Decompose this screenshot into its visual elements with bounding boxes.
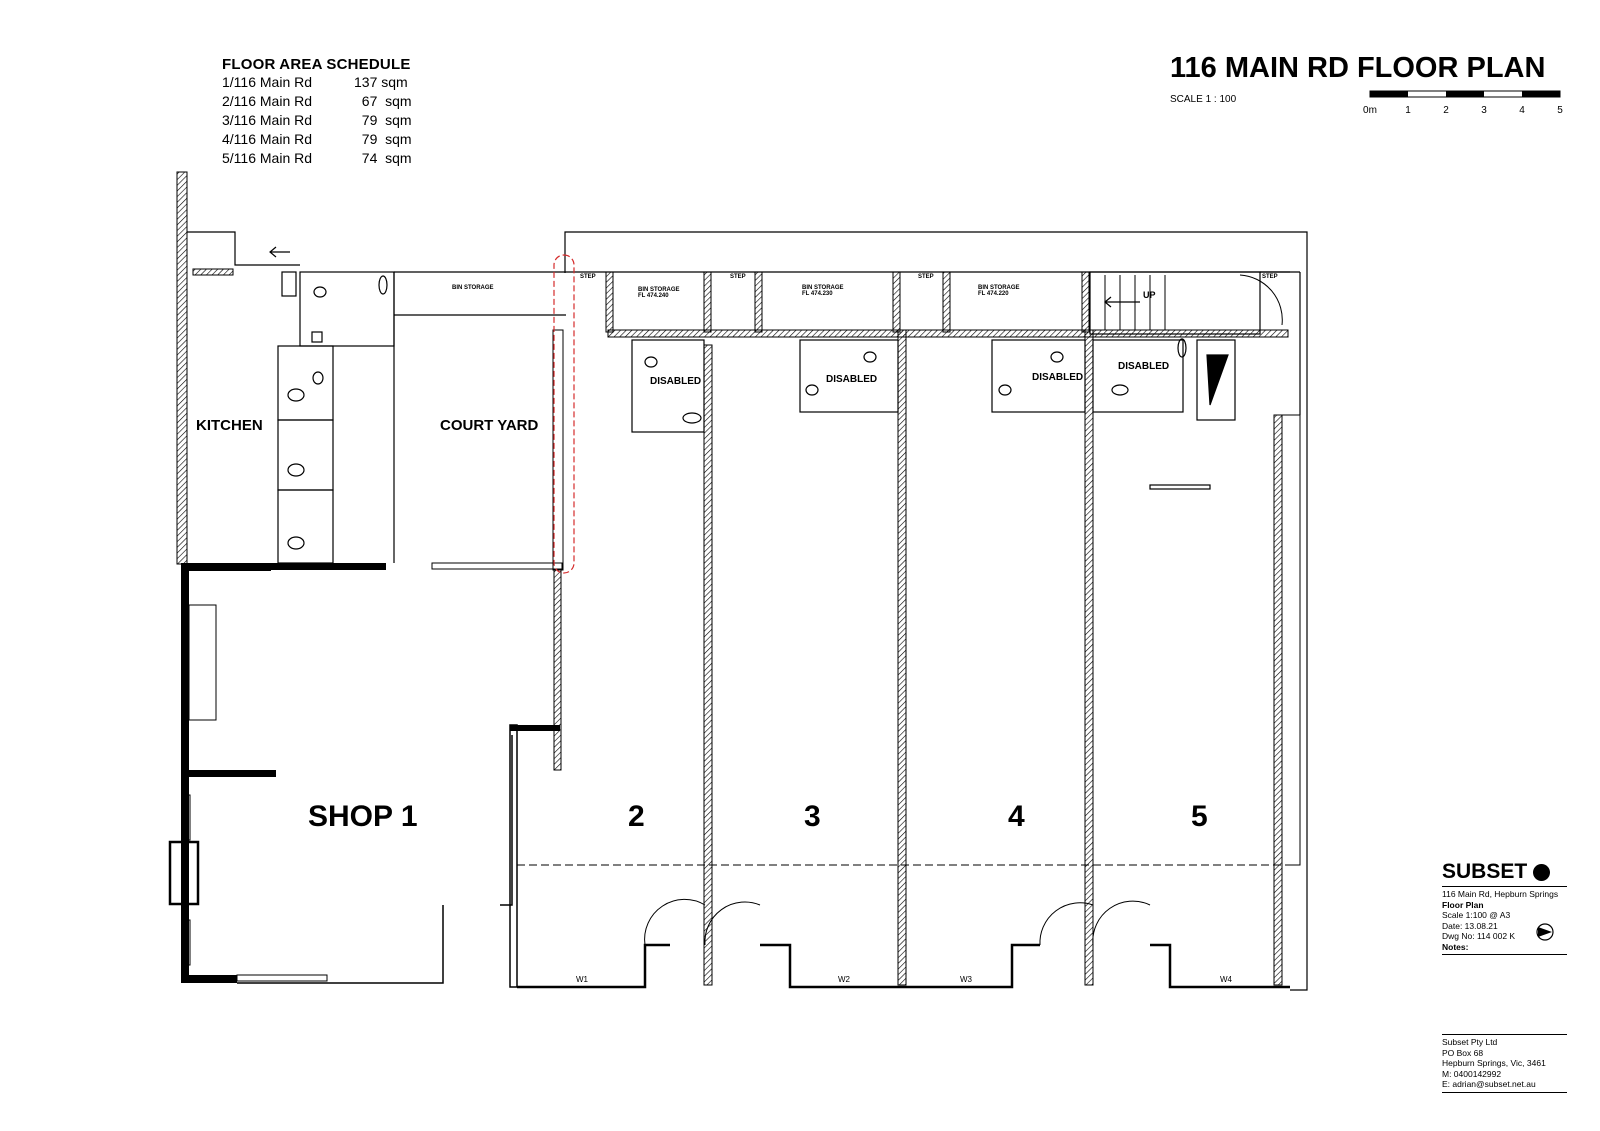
schedule-rows: 1/116 Main Rd 137 sqm 2/116 Main Rd 67 sqm…: [222, 73, 422, 168]
scale-tick-label: 5: [1557, 105, 1563, 116]
disabled-label-2: DISABLED: [650, 376, 702, 387]
title-block: SUBSET 116 Main Rd, Hepburn Springs Floo…: [1442, 860, 1567, 957]
scale-bar: 0m 1 2 3 4 5: [1363, 90, 1563, 116]
stair-up-label: UP: [1143, 290, 1156, 300]
disabled-wcs: [631, 338, 1236, 433]
phone: M: 0400142992: [1442, 1068, 1502, 1079]
town: Hepburn Springs, Vic, 3461: [1442, 1058, 1546, 1068]
room-label-shop1: SHOP 1: [308, 800, 418, 833]
schedule-area: 79 sqm: [354, 112, 412, 128]
schedule-row: 1/116 Main Rd 137 sqm: [222, 73, 422, 92]
schedule-area: 79 sqm: [354, 131, 412, 147]
stair: [1104, 274, 1283, 330]
window-label-w1: W1: [576, 975, 588, 984]
shop1-walls: [168, 171, 564, 988]
sheet-name: Floor Plan: [1442, 899, 1484, 910]
disabled-label-3: DISABLED: [826, 374, 878, 385]
step-label-1: STEP: [580, 274, 596, 280]
room-label-courtyard: COURT YARD: [440, 417, 539, 434]
floor-level-2: FL 474.240: [638, 293, 669, 299]
scale-tick-label: 2: [1443, 105, 1449, 116]
email: E: adrian@subset.net.au: [1442, 1079, 1536, 1089]
brand-logo: SUBSET: [1442, 860, 1567, 884]
brand-name: SUBSET: [1442, 860, 1528, 883]
bin-storage-label-3: BIN STORAGE: [802, 285, 844, 291]
schedule-row: 5/116 Main Rd 74 sqm: [222, 149, 422, 168]
contact-rule: [1442, 1034, 1567, 1035]
brand-dot-icon: [1533, 863, 1551, 881]
floor-level-3: FL 474.230: [802, 291, 833, 297]
scale-bar-graphic: [1369, 90, 1561, 98]
sheet-date: Date: 13.08.21: [1442, 920, 1498, 931]
shopfronts: [517, 414, 1301, 989]
scale-tick-label: 1: [1405, 105, 1411, 116]
bin-storage-label-4: BIN STORAGE: [978, 285, 1020, 291]
shop-walls: [605, 271, 1289, 986]
contact-block: Subset Pty Ltd PO Box 68 Hepburn Springs…: [1442, 1032, 1567, 1095]
scale-bar-ticks: 0m 1 2 3 4 5: [1363, 105, 1563, 116]
step-label-3: STEP: [918, 274, 934, 280]
room-label-shop2: 2: [628, 800, 645, 833]
title-block-rule: [1442, 886, 1567, 887]
po-box: PO Box 68: [1442, 1047, 1484, 1058]
schedule-row: 3/116 Main Rd 79 sqm: [222, 111, 422, 130]
schedule-unit: 4/116 Main Rd: [222, 131, 313, 147]
room-label-kitchen: KITCHEN: [196, 417, 263, 434]
title-block-rule-bottom: [1442, 954, 1567, 955]
window-label-w4: W4: [1220, 975, 1232, 984]
scale-tick-label: 3: [1481, 105, 1487, 116]
floor-area-schedule: FLOOR AREA SCHEDULE 1/116 Main Rd 137 sqm…: [222, 56, 422, 168]
room-label-shop4: 4: [1008, 800, 1025, 833]
drawing-number: Dwg No: 114 002 K: [1442, 931, 1516, 941]
schedule-row: 4/116 Main Rd 79 sqm: [222, 130, 422, 149]
schedule-area: 74 sqm: [354, 150, 412, 166]
schedule-title: FLOOR AREA SCHEDULE: [222, 56, 411, 73]
boundary-marker: [553, 254, 575, 574]
window-label-w3: W3: [960, 975, 972, 984]
drawing-title: 116 MAIN RD FLOOR PLAN: [1170, 52, 1546, 84]
floor-level-4: FL 474.220: [978, 291, 1009, 297]
notes-label: Notes:: [1442, 941, 1469, 952]
step-label-4: STEP: [1262, 274, 1278, 280]
company-name: Subset Pty Ltd: [1442, 1037, 1498, 1047]
schedule-area: 137 sqm: [354, 74, 408, 90]
bin-storage-outline: [566, 271, 1301, 415]
scale-tick-label: 0m: [1363, 105, 1377, 116]
contact-rule-bottom: [1442, 1091, 1567, 1093]
schedule-area: 67 sqm: [354, 93, 412, 109]
room-label-shop5: 5: [1191, 800, 1208, 833]
sheet-scale: Scale 1:100 @ A3: [1442, 910, 1511, 920]
schedule-unit: 1/116 Main Rd: [222, 74, 313, 90]
schedule-unit: 5/116 Main Rd: [222, 150, 313, 166]
schedule-unit: 3/116 Main Rd: [222, 112, 313, 128]
window-label-w2: W2: [838, 975, 850, 984]
room-label-shop3: 3: [804, 800, 821, 833]
disabled-label-4: DISABLED: [1032, 372, 1084, 383]
bin-storage-label-2: BIN STORAGE: [638, 287, 680, 293]
schedule-row: 2/116 Main Rd 67 sqm: [222, 92, 422, 111]
site-boundary: [564, 231, 1308, 991]
step-label-2: STEP: [730, 274, 746, 280]
schedule-unit: 2/116 Main Rd: [222, 93, 313, 109]
north-arrow-icon: [1536, 923, 1554, 941]
project-address: 116 Main Rd, Hepburn Springs: [1442, 889, 1559, 899]
amenities: [277, 271, 566, 564]
scale-label: SCALE 1 : 100: [1170, 94, 1237, 105]
disabled-label-5: DISABLED: [1118, 361, 1170, 372]
bin-storage-label-1: BIN STORAGE: [452, 285, 494, 291]
scale-tick-label: 4: [1519, 105, 1525, 116]
